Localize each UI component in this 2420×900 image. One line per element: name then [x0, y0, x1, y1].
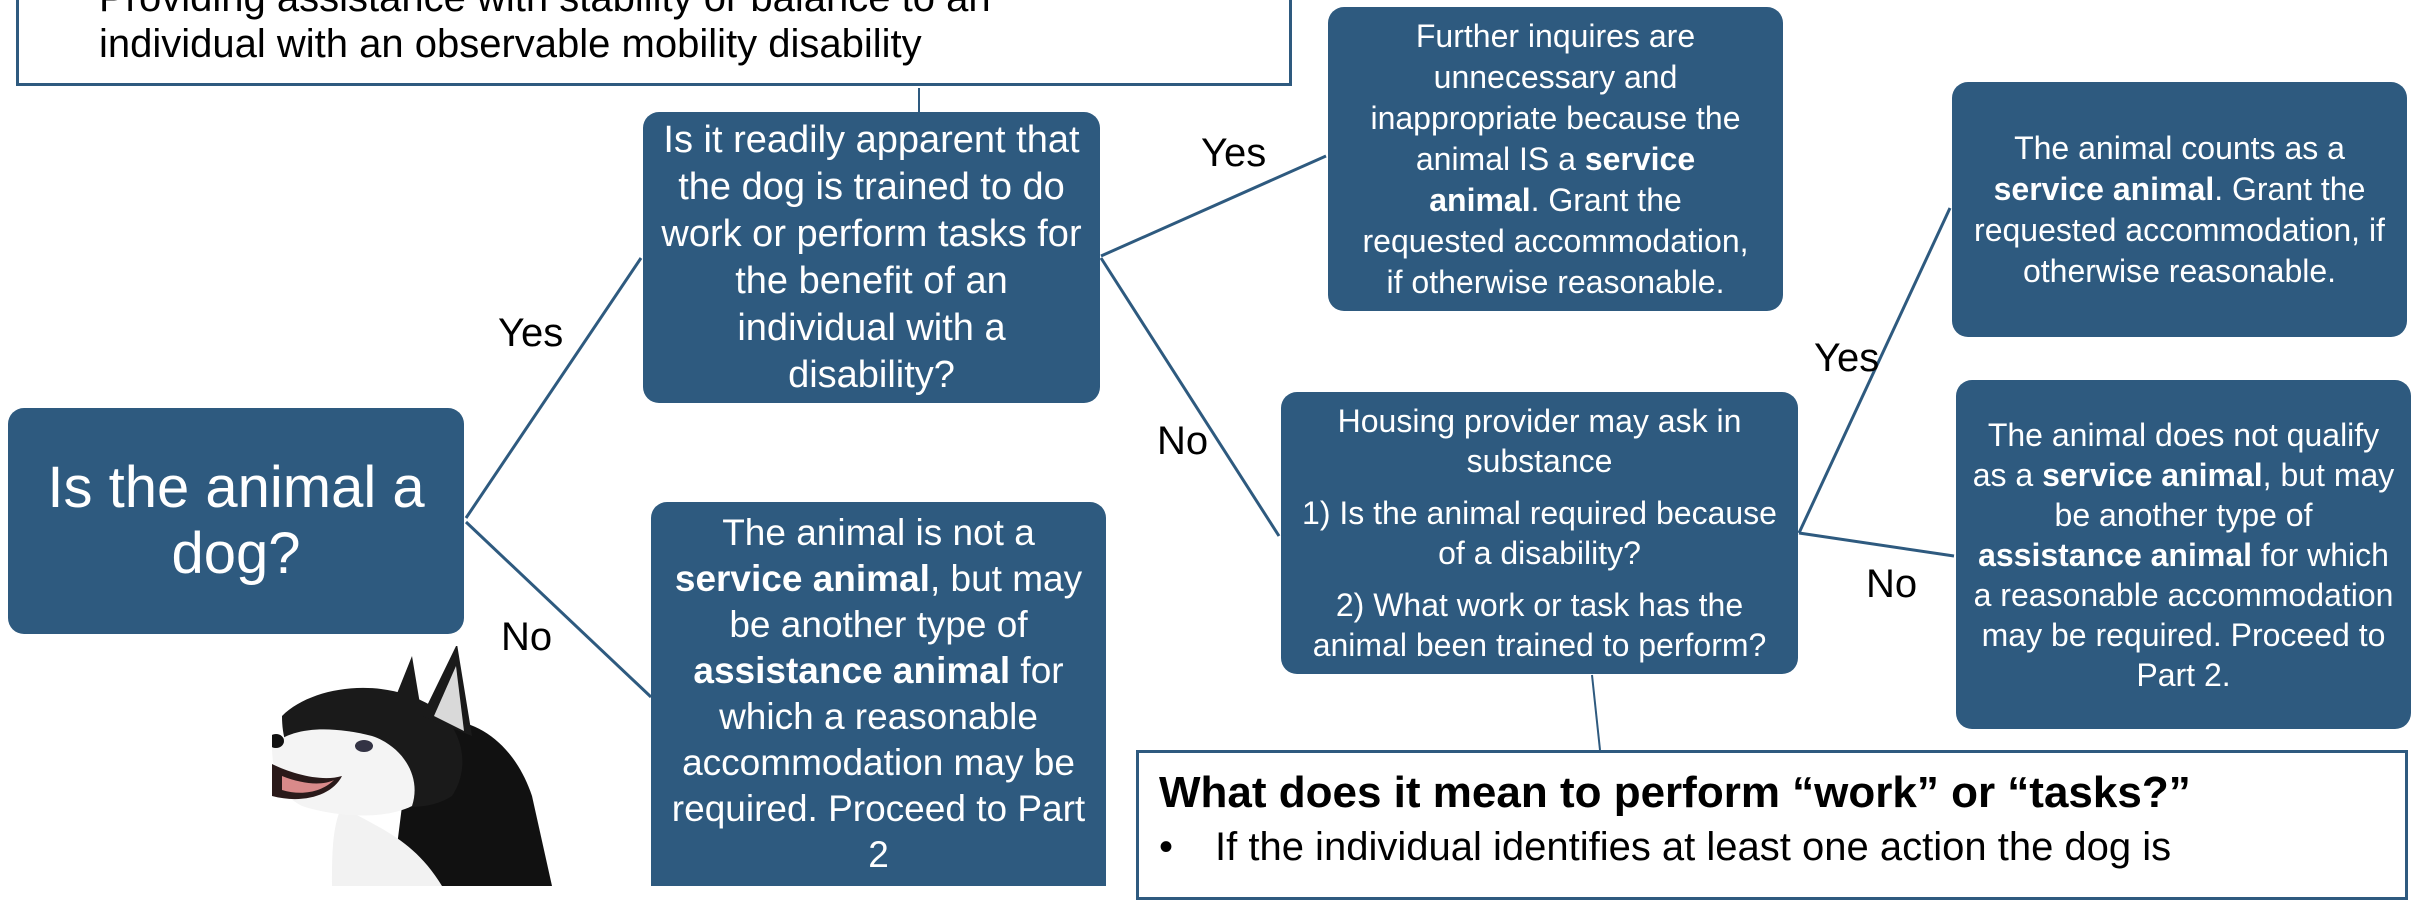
housing-intro: Housing provider may ask in substance — [1337, 403, 1742, 479]
label-root-yes: Yes — [498, 311, 564, 355]
bottom-callout-heading: What does it mean to perform “work” or “… — [1159, 768, 2191, 817]
husky-dog-image — [272, 646, 552, 886]
node-readily-apparent: Is it readily apparent that the dog is t… — [643, 112, 1100, 403]
label-root-no: No — [501, 615, 553, 659]
not-qualify-part2: , but may be another type of — [2054, 456, 2395, 533]
node-readily-apparent-text: Is it readily apparent that the dog is t… — [661, 118, 1082, 396]
node-counts-service-animal: The animal counts as a service animal. G… — [1952, 82, 2407, 337]
inquire-bold: service animal — [1429, 140, 1696, 218]
not-service-part2: , but may be another type of — [729, 558, 1083, 645]
label-housing-yes: Yes — [1814, 336, 1880, 380]
bottom-callout: What does it mean to perform “work” or “… — [1136, 750, 2408, 900]
node-not-service-animal: The animal is not a service animal, but … — [651, 502, 1106, 886]
not-qualify-part3: for which a reasonable accommodation may… — [1973, 536, 2394, 693]
edge-housing-no — [1798, 531, 1955, 558]
node-not-qualify-text: The animal does not qualify as a service… — [1972, 415, 2395, 695]
housing-q2: 2) What work or task has the animal been… — [1312, 587, 1767, 663]
label-apparent-yes: Yes — [1201, 131, 1267, 175]
not-service-part3: for which a reasonable accommodation may… — [671, 650, 1086, 875]
inquire-after: . Grant the requested accommodation, if … — [1362, 181, 1749, 300]
bullet-dot: • — [1159, 825, 1174, 869]
node-does-not-qualify: The animal does not qualify as a service… — [1956, 380, 2411, 729]
edge-root-no — [464, 520, 653, 699]
bottom-callout-bullet-row: • If the individual identifies at least … — [1159, 819, 2405, 875]
edge-apparent-no — [1099, 257, 1281, 537]
label-apparent-no: No — [1157, 419, 1209, 463]
top-callout-line2: individual with an observable mobility d… — [99, 22, 922, 66]
label-housing-no: No — [1866, 562, 1918, 606]
not-qualify-bold1: service animal — [2042, 456, 2263, 493]
top-callout-line1: Providing assistance with stability or b… — [99, 0, 1289, 21]
node-not-service-text: The animal is not a service animal, but … — [665, 510, 1092, 878]
top-callout: Providing assistance with stability or b… — [16, 0, 1292, 86]
not-service-part1: The animal is not a — [722, 512, 1035, 553]
not-service-bold1: service animal — [674, 558, 930, 599]
edge-root-yes — [464, 257, 643, 519]
bottom-callout-bullet: If the individual identifies at least on… — [1215, 825, 2172, 869]
edge-housing-yes — [1797, 207, 1952, 534]
node-inquiries-text: Further inquires are unnecessary and ina… — [1358, 16, 1753, 303]
node-inquiries-unnecessary: Further inquires are unnecessary and ina… — [1328, 7, 1783, 311]
counts-after: . Grant the requested accommodation, if … — [1974, 170, 2385, 289]
not-service-bold2: assistance animal — [693, 650, 1011, 691]
node-housing-provider: Housing provider may ask in substance 1)… — [1281, 392, 1798, 674]
edge-apparent-yes — [1100, 154, 1327, 258]
node-is-dog: Is the animal a dog? — [8, 408, 464, 634]
inquire-before: Further inquires are unnecessary and ina… — [1370, 17, 1741, 177]
counts-bold: service animal — [1993, 170, 2215, 207]
node-is-dog-text: Is the animal a dog? — [47, 455, 425, 586]
counts-before: The animal counts as a — [2014, 129, 2345, 166]
node-counts-text: The animal counts as a service animal. G… — [1974, 128, 2385, 292]
not-qualify-bold2: assistance animal — [1978, 536, 2252, 573]
housing-q1: 1) Is the animal required because of a d… — [1302, 495, 1777, 571]
callout-connector-bottom — [1591, 674, 1601, 751]
not-qualify-part1: The animal does not qualify as a — [1972, 416, 2380, 493]
